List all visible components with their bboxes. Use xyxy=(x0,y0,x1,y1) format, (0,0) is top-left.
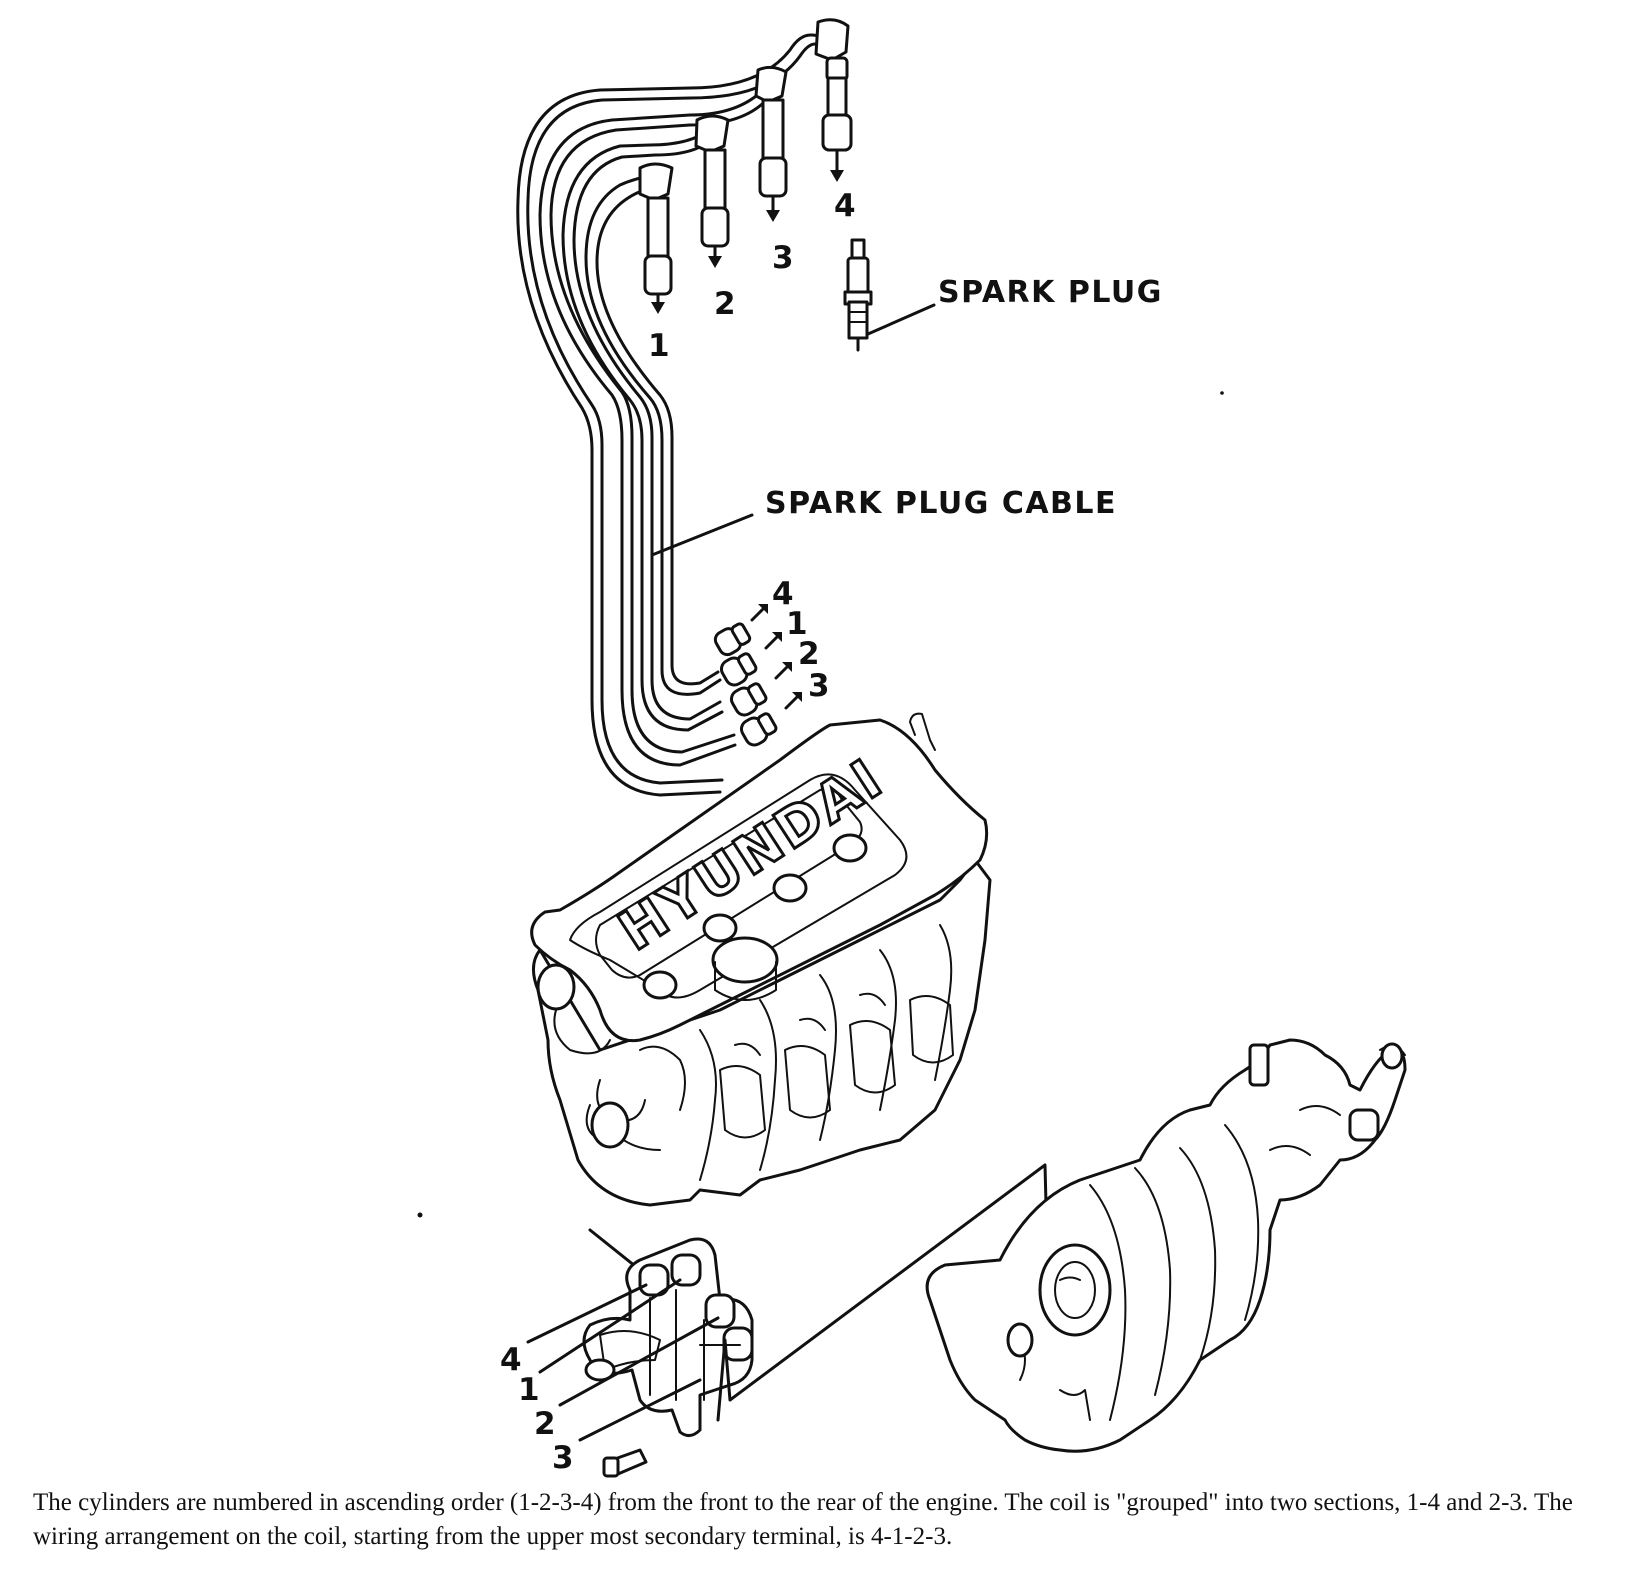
coil-cable-number-2: 2 xyxy=(798,636,820,672)
coil-terminal-numbers: 4 1 2 3 xyxy=(500,1342,574,1476)
coil-cable-numbers: 4 1 2 3 xyxy=(772,576,830,704)
plug-boot-4 xyxy=(814,18,853,182)
coil-terminal-number-1: 1 xyxy=(518,1372,540,1408)
stray-dot xyxy=(417,1212,423,1218)
plug-number-4: 4 xyxy=(834,188,856,224)
coil-cable-number-4: 4 xyxy=(772,576,794,612)
ignition-coil xyxy=(526,1228,754,1478)
plug-boot-1 xyxy=(638,162,674,314)
stray-dot-2 xyxy=(1220,391,1224,395)
plug-number-2: 2 xyxy=(714,286,736,322)
coil-terminal-number-3: 3 xyxy=(552,1440,574,1476)
coil-cable-number-1: 1 xyxy=(786,606,808,642)
spark-plug-label: SPARK PLUG xyxy=(938,275,1163,310)
plug-boot-2 xyxy=(694,114,730,268)
plug-number-3: 3 xyxy=(772,240,794,276)
intake-manifold xyxy=(925,1038,1407,1453)
spark-plug xyxy=(843,238,936,352)
spark-plug-cable-leader xyxy=(650,513,754,557)
plug-numbers: 1 2 3 4 xyxy=(648,188,856,364)
plug-boots xyxy=(638,18,853,314)
spark-plug-cable-label: SPARK PLUG CABLE xyxy=(765,486,1117,521)
plug-boot-3 xyxy=(754,65,788,222)
coil-terminal-number-4: 4 xyxy=(500,1342,522,1378)
spark-plug-cable-bundle xyxy=(516,33,847,797)
coil-terminal-number-2: 2 xyxy=(534,1406,556,1442)
figure-caption: The cylinders are numbered in ascending … xyxy=(33,1489,1573,1550)
engine-cylinder-head: HYUNDAI xyxy=(530,712,992,1207)
coil-cable-number-3: 3 xyxy=(808,668,830,704)
coil-end-connectors xyxy=(713,604,802,747)
plug-number-1: 1 xyxy=(648,328,670,364)
